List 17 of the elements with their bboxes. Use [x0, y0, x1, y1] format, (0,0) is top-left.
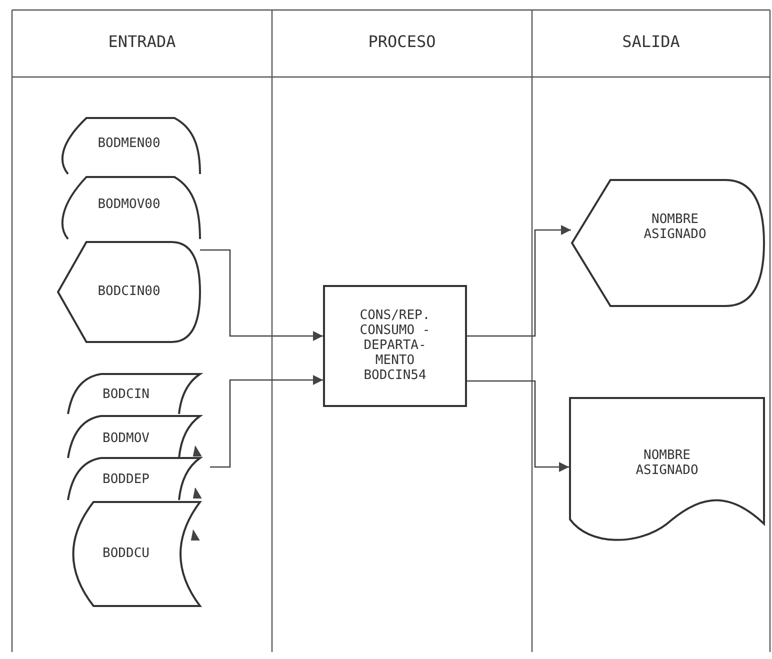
arrow: [210, 375, 323, 468]
node-label: BODMOV00: [96, 197, 162, 212]
node-label: BODDEP: [102, 472, 150, 487]
arrow: [466, 380, 569, 472]
arrow: [200, 249, 323, 341]
column-header: PROCESO: [367, 32, 437, 51]
node-label: BODDCU: [102, 546, 150, 561]
node-label: BODCIN00: [96, 284, 162, 299]
node-label: BODCIN: [102, 387, 150, 402]
column-header: SALIDA: [621, 32, 681, 51]
node-label: NOMBRE ASIGNADO: [642, 212, 708, 242]
node-label: BODMOV: [102, 431, 150, 446]
column-header: ENTRADA: [107, 32, 177, 51]
node-label: NOMBRE ASIGNADO: [634, 448, 700, 478]
node-label: CONS/REP. CONSUMO - DEPARTA- MENTO BODCIN54: [358, 308, 432, 383]
node-label: BODMEN00: [96, 136, 162, 151]
arrow: [466, 225, 571, 337]
